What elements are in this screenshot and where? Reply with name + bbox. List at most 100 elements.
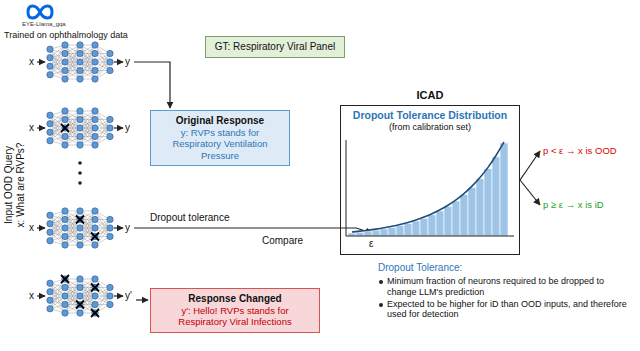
neuron [107, 216, 113, 222]
box-heading: ICAD [341, 89, 519, 102]
dropout-cross [91, 233, 99, 241]
neuron [107, 67, 113, 73]
neuron [47, 306, 53, 312]
query-text: x: What are RVPs? [15, 143, 27, 228]
neuron [92, 216, 98, 222]
neuron [47, 238, 53, 244]
dropout-cross [91, 284, 99, 292]
neuron [62, 116, 68, 122]
network-connection [80, 111, 95, 137]
histogram-bar [484, 169, 492, 236]
network-connection [95, 120, 110, 146]
output-symbol: y [125, 122, 130, 134]
neuron [92, 50, 98, 56]
dropout-cross [91, 233, 99, 241]
neuron [47, 289, 53, 295]
network-connection [65, 45, 80, 71]
neuron [92, 67, 98, 73]
neuron [92, 276, 98, 282]
neuron [92, 310, 98, 316]
network-connection [65, 211, 80, 237]
neuron [62, 310, 68, 316]
network-connection [80, 54, 95, 80]
input-arrow [37, 61, 45, 62]
ellipsis-dot [78, 181, 82, 185]
network-connection [65, 54, 80, 80]
neuron [47, 229, 53, 235]
network-connection [80, 211, 95, 237]
network-connection [65, 120, 80, 146]
neuron [77, 59, 83, 65]
neuron [107, 59, 113, 65]
neuron [77, 242, 83, 248]
axis-line [346, 140, 514, 236]
neuron [62, 50, 68, 56]
histogram-bar [380, 229, 388, 236]
neuron [77, 301, 83, 307]
neuron [62, 293, 68, 299]
neuron [92, 233, 98, 239]
network-connection [65, 279, 80, 305]
neuron [92, 293, 98, 299]
box-heading: GT: Respiratory Viral Panel [212, 41, 338, 53]
dropout-cross [91, 309, 99, 317]
input-symbol: x [29, 290, 34, 302]
neuron [62, 301, 68, 307]
dropout-cross [61, 124, 69, 132]
definition-bullet: Expected to be higher for iD than OOD in… [378, 299, 633, 321]
output-symbol: y [125, 56, 130, 68]
neuron [77, 67, 83, 73]
neuron [47, 221, 53, 227]
neuron [92, 116, 98, 122]
dropout-cross [76, 216, 84, 224]
network-connection [80, 288, 95, 314]
network-connection [80, 54, 95, 80]
histogram-bar [492, 157, 500, 236]
histogram-bar [412, 221, 420, 236]
neuron [47, 55, 53, 61]
dropout-cross [76, 301, 84, 309]
histogram-bar [444, 206, 452, 236]
input-symbol: x [29, 122, 34, 134]
meta-logo [28, 6, 52, 18]
dropout-cross [61, 275, 69, 283]
ellipsis-dot [78, 161, 82, 165]
neuron [107, 225, 113, 231]
decision-arrow [520, 151, 540, 180]
neuron [77, 310, 83, 316]
dropout-cross [61, 124, 69, 132]
output-arrow [114, 295, 123, 296]
histogram-bar [452, 201, 460, 236]
network-connection [80, 45, 95, 71]
neuron [62, 225, 68, 231]
network-connection [65, 288, 80, 314]
network-connection [95, 45, 110, 71]
network-connection [65, 45, 80, 71]
neuron [77, 208, 83, 214]
input-arrow [37, 127, 45, 128]
histogram-bar [468, 187, 476, 236]
histogram-bar [364, 231, 372, 236]
neuron [77, 116, 83, 122]
network-connection [65, 220, 80, 246]
neuron [62, 125, 68, 131]
neuron [47, 112, 53, 118]
original-response-box: Original Responsey: RVPs stands for Resp… [150, 110, 290, 166]
neuron [107, 116, 113, 122]
neuron [62, 142, 68, 148]
output-arrow [114, 127, 123, 128]
neuron [62, 233, 68, 239]
output-arrow [114, 61, 123, 62]
ground-truth-box: GT: Respiratory Viral Panel [205, 36, 345, 58]
dropout-cross [76, 216, 84, 224]
histogram-bar [356, 232, 364, 236]
neuron [92, 301, 98, 307]
box-text: (from calibration set) [347, 122, 513, 133]
network-connection [95, 288, 110, 314]
compare-arrow [134, 228, 372, 233]
response-arrow [136, 299, 148, 300]
histogram-bar [428, 215, 436, 236]
network-connection [65, 220, 80, 246]
neuron [47, 129, 53, 135]
